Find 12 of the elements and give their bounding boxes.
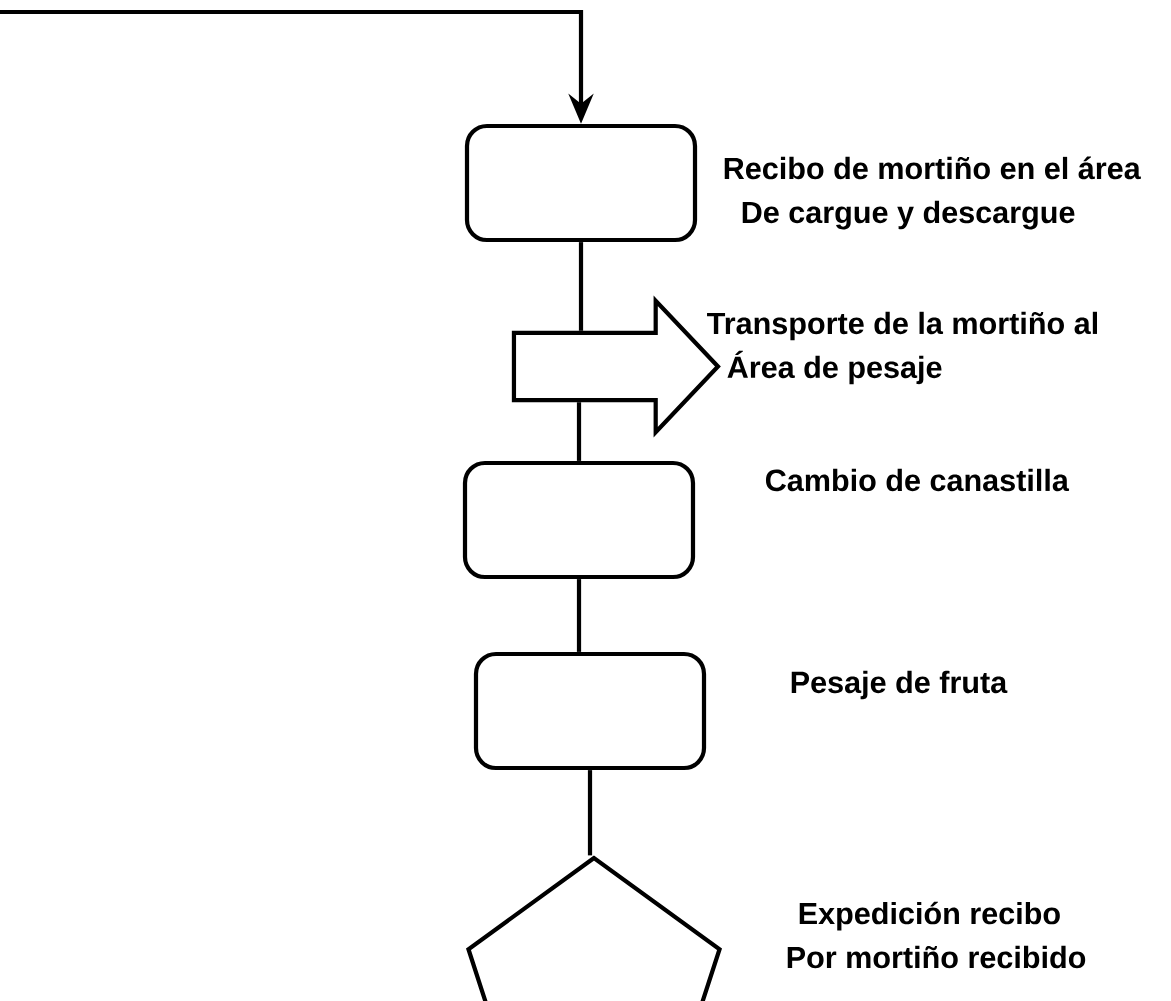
step-label: Pesaje de fruta [791, 670, 1008, 700]
process-box [462, 460, 696, 580]
process-box [464, 123, 698, 243]
connector-line [587, 770, 593, 856]
step-label: Transporte de la mortiño al Área de pesaje [707, 311, 1097, 385]
step-label: Cambio de canastilla [765, 468, 1070, 492]
step-label: Recibo de mortiño en el área De cargue y descargue [724, 156, 1141, 230]
process-box [473, 651, 707, 771]
connector-line [576, 402, 582, 461]
connector-line [578, 242, 584, 331]
connector-line [576, 579, 582, 652]
step-label: Expedición recibo Por mortiño recibido [787, 901, 1086, 969]
